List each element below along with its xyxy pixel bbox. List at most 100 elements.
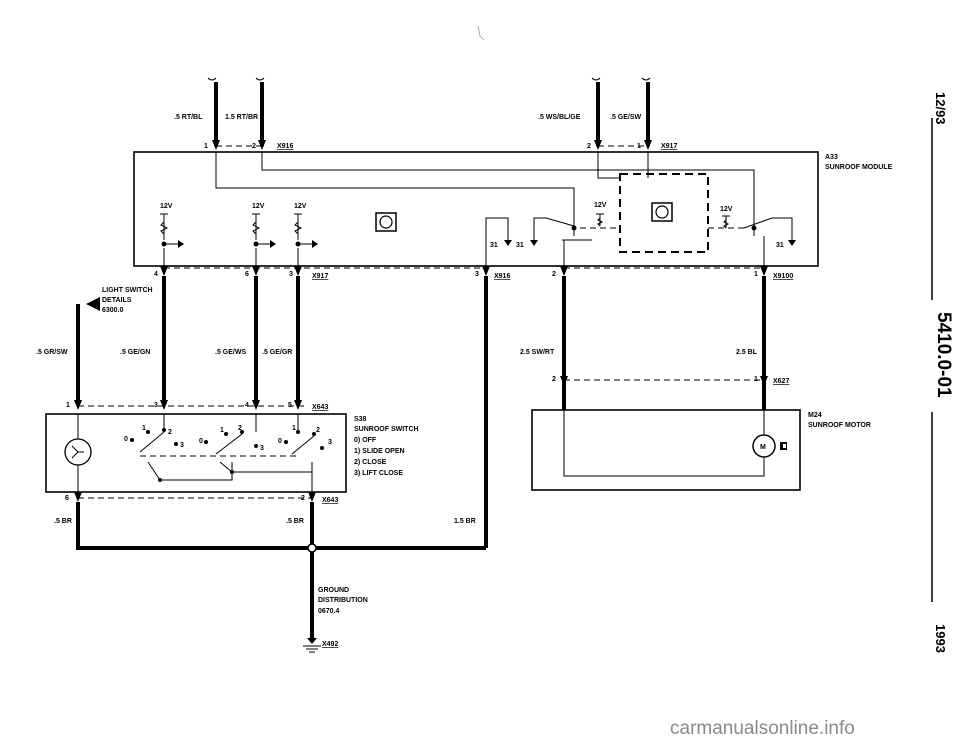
ground-line1: GROUND bbox=[318, 587, 349, 594]
pin-x627-1: 1 bbox=[754, 376, 758, 383]
switch-pos0: 0) OFF bbox=[354, 437, 377, 444]
motor-name: SUNROOF MOTOR bbox=[808, 422, 871, 429]
module-internal-wire-1 bbox=[215, 152, 575, 236]
switch-bridge-2 bbox=[219, 461, 313, 473]
switch-b-c1 bbox=[224, 432, 228, 436]
module-v3: 12V bbox=[294, 203, 307, 210]
pin-x627-2: 2 bbox=[552, 376, 556, 383]
motor-symbol: M bbox=[760, 444, 766, 451]
switch-a-l3: 3 bbox=[180, 442, 184, 449]
module-left-outputs bbox=[160, 213, 318, 266]
relay-icon-right-circle bbox=[655, 205, 669, 219]
label-rt-bl: .5 RT/BL bbox=[174, 114, 203, 121]
ground-arrows-left bbox=[504, 240, 538, 246]
label-ge-gr: .5 GE/GR bbox=[262, 349, 292, 356]
connector-x643-top: X643 bbox=[312, 404, 328, 411]
pin-tr2: 2 bbox=[587, 143, 591, 150]
label-br-left: .5 BR bbox=[54, 518, 72, 525]
module-v2: 12V bbox=[252, 203, 265, 210]
sunroof-module: A33 SUNROOF MODULE 12V 12V 12V 12V 12V bbox=[133, 151, 893, 267]
pin-tl1: 1 bbox=[204, 143, 208, 150]
switch-c-c2 bbox=[312, 432, 316, 436]
header-date: 12/93 bbox=[933, 92, 948, 125]
relay-loop-left bbox=[485, 217, 509, 266]
label-ws-bl-ge: .5 WS/BL/GE bbox=[538, 114, 581, 121]
module-output-connectors: 4 6 3 X917 3 X916 2 1 X9100 bbox=[154, 266, 793, 280]
pin-b2: 2 bbox=[301, 495, 305, 502]
module-g2: 31 bbox=[516, 242, 524, 249]
switch-c-l2: 2 bbox=[316, 427, 320, 434]
relay-icon-right bbox=[651, 202, 673, 222]
sunroof-module-box bbox=[133, 151, 819, 267]
ground-symbol-lines bbox=[303, 645, 321, 653]
pin-s1: 1 bbox=[66, 402, 70, 409]
label-br-right: 1.5 BR bbox=[454, 518, 476, 525]
switch-b-l0: 0 bbox=[199, 438, 203, 445]
pin-m6: 6 bbox=[245, 271, 249, 278]
top-input-wires: .5 RT/BL 1.5 RT/BR .5 WS/BL/GE .5 GE/SW … bbox=[174, 77, 677, 150]
switch-c-l3: 3 bbox=[328, 439, 332, 446]
motor-brush-gap bbox=[783, 444, 786, 448]
switch-c-lever bbox=[291, 435, 315, 455]
light-switch-line1: LIGHT SWITCH bbox=[102, 287, 153, 294]
switch-c-c3 bbox=[320, 446, 324, 450]
wire-br-left bbox=[76, 502, 486, 550]
label-sw-rt: 2.5 SW/RT bbox=[520, 349, 555, 356]
switch-a-lever bbox=[139, 431, 165, 453]
relay-icon-left-circle bbox=[379, 215, 393, 229]
module-v1: 12V bbox=[160, 203, 173, 210]
switch-ref: S38 bbox=[354, 416, 367, 423]
pin-tl2: 2 bbox=[252, 143, 256, 150]
relay-icon-left bbox=[375, 212, 397, 232]
switch-lamp-arrow-icon bbox=[71, 445, 84, 459]
connector-x916-top: X916 bbox=[277, 143, 293, 150]
module-v4: 12V bbox=[594, 202, 607, 209]
label-br-mid: .5 BR bbox=[286, 518, 304, 525]
switch-b-c2 bbox=[240, 430, 244, 434]
ground-wiring: 6 2 X643 .5 BR .5 BR 1.5 BR GROUND DISTR… bbox=[54, 492, 486, 653]
pin-s3: 3 bbox=[154, 402, 158, 409]
light-switch-line3: 6300.0 bbox=[102, 307, 124, 314]
connector-x916-top-pins bbox=[212, 140, 266, 150]
switch-b-lever bbox=[215, 433, 243, 455]
relay-contact-2 bbox=[743, 217, 773, 229]
relay-node-1 bbox=[571, 225, 577, 231]
switch-bridge-node-1 bbox=[158, 478, 162, 482]
connector-x917-top-pins bbox=[594, 140, 652, 150]
switch-bridge-node-2 bbox=[230, 470, 234, 474]
pin-s5: 5 bbox=[288, 402, 292, 409]
pin-m3: 3 bbox=[289, 271, 293, 278]
output-3-resistor bbox=[294, 213, 303, 240]
motor-icon bbox=[752, 434, 776, 458]
switch-bridge-1 bbox=[147, 461, 233, 481]
switch-a-l1: 1 bbox=[142, 425, 146, 432]
relay-loop-right bbox=[772, 217, 793, 240]
watermark-text: carmanualsonline.info bbox=[670, 718, 855, 739]
label-bl: 2.5 BL bbox=[736, 349, 758, 356]
label-ge-ws: .5 GE/WS bbox=[215, 349, 246, 356]
light-switch-reference: LIGHT SWITCH DETAILS 6300.0 bbox=[86, 287, 153, 314]
module-ref: A33 bbox=[825, 154, 838, 161]
connector-x9100: X9100 bbox=[773, 273, 793, 280]
module-v5: 12V bbox=[720, 206, 733, 213]
connector-x627-pins bbox=[560, 376, 768, 386]
switch-b-c0 bbox=[204, 440, 208, 444]
sunroof-switch: 1 3 4 5 X643 S38 SUNROOF SWITCH 0) OFF 1… bbox=[45, 400, 419, 493]
module-internal-wire-3 bbox=[597, 152, 620, 179]
relay-node-2 bbox=[751, 225, 757, 231]
header-section: 5410.0-01 bbox=[933, 312, 954, 398]
switch-name: SUNROOF SWITCH bbox=[354, 426, 419, 433]
output-node-4 bbox=[161, 241, 167, 247]
relay-loop-mid bbox=[533, 217, 546, 240]
switch-a-l2: 2 bbox=[168, 429, 172, 436]
scan-artifact-mark bbox=[477, 25, 485, 41]
middle-wires: .5 GR/SW .5 GE/GN .5 GE/WS .5 GE/GR 2.5 … bbox=[36, 276, 789, 548]
relay-resistor-2 bbox=[722, 215, 730, 229]
output-node-6 bbox=[253, 241, 259, 247]
output-6-resistor bbox=[252, 213, 261, 240]
switch-pos3: 3) LIFT CLOSE bbox=[354, 470, 403, 477]
label-rt-br: 1.5 RT/BR bbox=[225, 114, 258, 121]
module-relay-group: 31 31 31 bbox=[485, 213, 796, 266]
pin-m2: 2 bbox=[552, 271, 556, 278]
pin-tr1: 1 bbox=[637, 143, 641, 150]
